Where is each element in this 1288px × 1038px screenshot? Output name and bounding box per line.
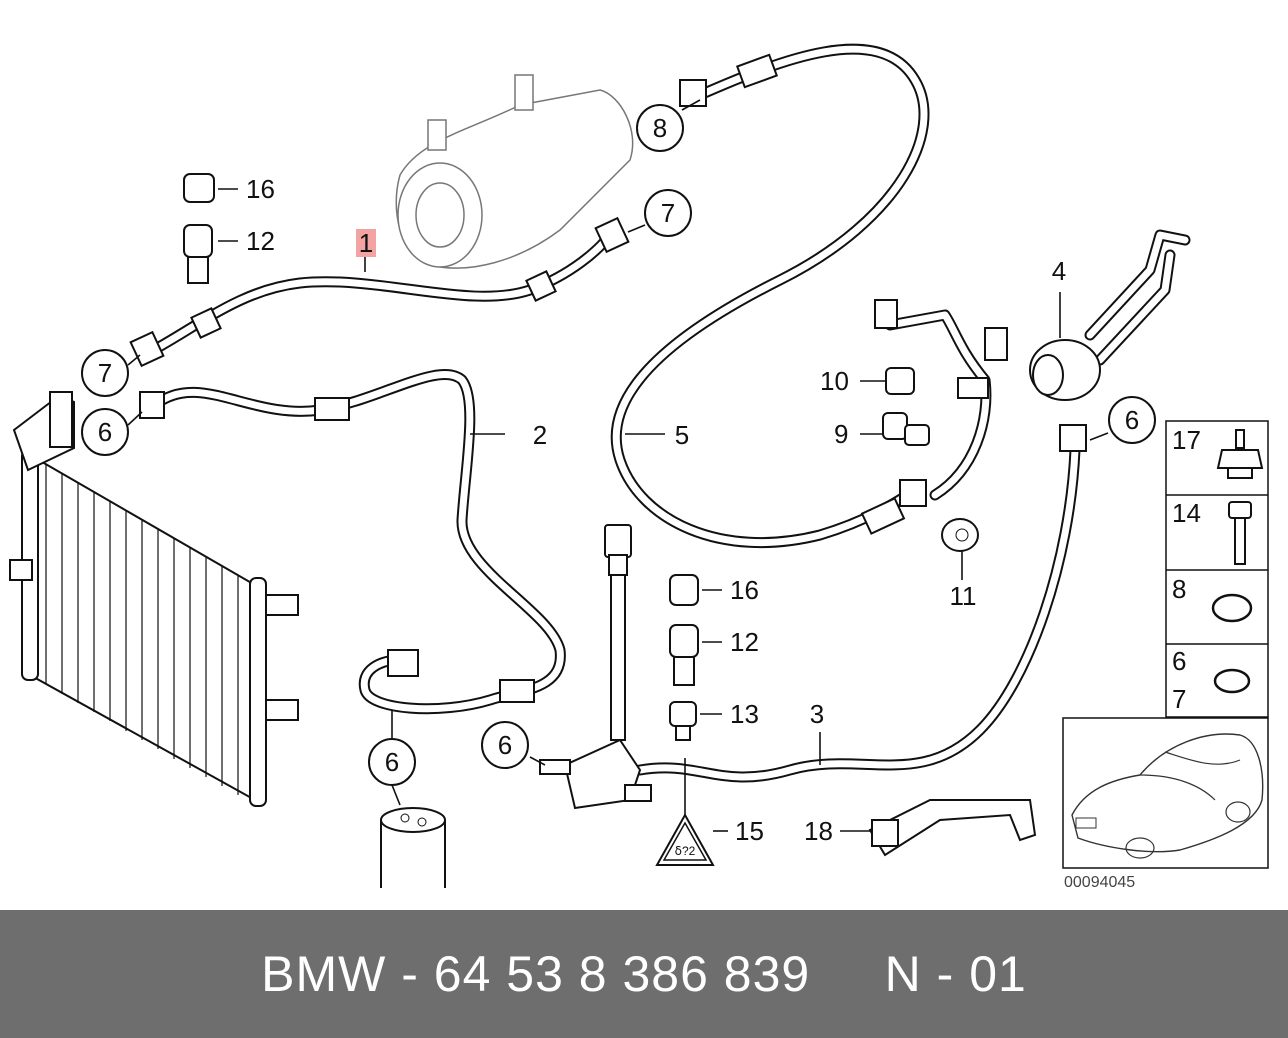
table-label-8: 8 — [1172, 574, 1186, 604]
o-ring-8 — [1211, 593, 1253, 623]
footer-bar: BMW - 64 53 8 386 839 N - 01 — [0, 910, 1288, 1038]
valve-12-top — [183, 224, 213, 284]
valve-12-mid — [669, 624, 699, 686]
callout-4: 4 — [1052, 256, 1066, 286]
callout-15: 15 — [735, 816, 764, 846]
parts-diagram: ẟ?2 1 2 5 3 4 16 12 16 12 13 — [9, 43, 1269, 891]
callout-12-top: 12 — [246, 226, 275, 256]
callout-5: 5 — [675, 420, 689, 450]
callout-7-left: 7 — [98, 358, 112, 388]
hose-5 — [610, 43, 930, 549]
callout-circle-6-drier — [368, 738, 416, 786]
svg-text:ẟ?2: ẟ?2 — [675, 844, 696, 858]
receiver-drier — [380, 807, 446, 888]
grommet-11 — [941, 518, 979, 552]
callout-6-drier: 6 — [385, 747, 399, 777]
table-label-17: 17 — [1172, 425, 1201, 455]
callout-1: 1 — [359, 228, 373, 258]
callout-10: 10 — [820, 366, 849, 396]
callout-circle-6-right — [1108, 396, 1156, 444]
table-label-6: 6 — [1172, 646, 1186, 676]
callout-12-mid: 12 — [730, 627, 759, 657]
callout-6-right: 6 — [1125, 405, 1139, 435]
part-10 — [885, 367, 915, 395]
service-line — [874, 299, 1008, 501]
table-label-14: 14 — [1172, 498, 1201, 528]
callout-circle-8 — [636, 104, 684, 152]
callout-circle-6-manifold — [481, 721, 529, 769]
callout-circle-6-left — [81, 408, 129, 456]
switch-13 — [669, 701, 697, 741]
hardware-table: 17 14 8 6 7 — [1165, 420, 1269, 718]
callout-6-left: 6 — [98, 417, 112, 447]
pressure-line-manifold — [539, 524, 652, 810]
callout-7-right: 7 — [661, 198, 675, 228]
o-ring-6-7 — [1213, 668, 1251, 694]
highlight-box-1 — [356, 229, 376, 257]
expansion-valve — [1029, 229, 1191, 401]
callout-6-manifold: 6 — [498, 730, 512, 760]
callout-16-top: 16 — [246, 174, 275, 204]
callout-11: 11 — [950, 581, 977, 611]
callout-2: 2 — [533, 420, 547, 450]
bracket-18 — [868, 799, 1037, 857]
image-number: 00094045 — [1064, 874, 1135, 891]
callout-9: 9 — [834, 419, 848, 449]
callout-13: 13 — [730, 699, 759, 729]
warning-triangle-15: ẟ?2 — [655, 812, 715, 866]
callout-3: 3 — [810, 699, 824, 729]
screw-14 — [1228, 501, 1252, 565]
callout-8: 8 — [653, 113, 667, 143]
condenser — [9, 391, 299, 807]
callout-circle-7-right — [644, 189, 692, 237]
callout-16-mid: 16 — [730, 575, 759, 605]
callout-circle-7-left — [81, 349, 129, 397]
hose-3 — [634, 424, 1087, 783]
leader-lines — [127, 99, 1109, 832]
part-9 — [882, 412, 930, 446]
car-thumbnail — [1062, 717, 1269, 869]
rubber-mount-17 — [1216, 429, 1264, 479]
part-number-label: BMW - 64 53 8 386 839 N - 01 — [261, 946, 1027, 1002]
hose-2 — [139, 369, 566, 715]
callout-18: 18 — [804, 816, 833, 846]
cap-16-mid — [669, 574, 699, 606]
cap-16-top — [183, 173, 215, 203]
table-label-7: 7 — [1172, 684, 1186, 714]
compressor — [395, 74, 634, 269]
hose-1 — [129, 216, 630, 368]
